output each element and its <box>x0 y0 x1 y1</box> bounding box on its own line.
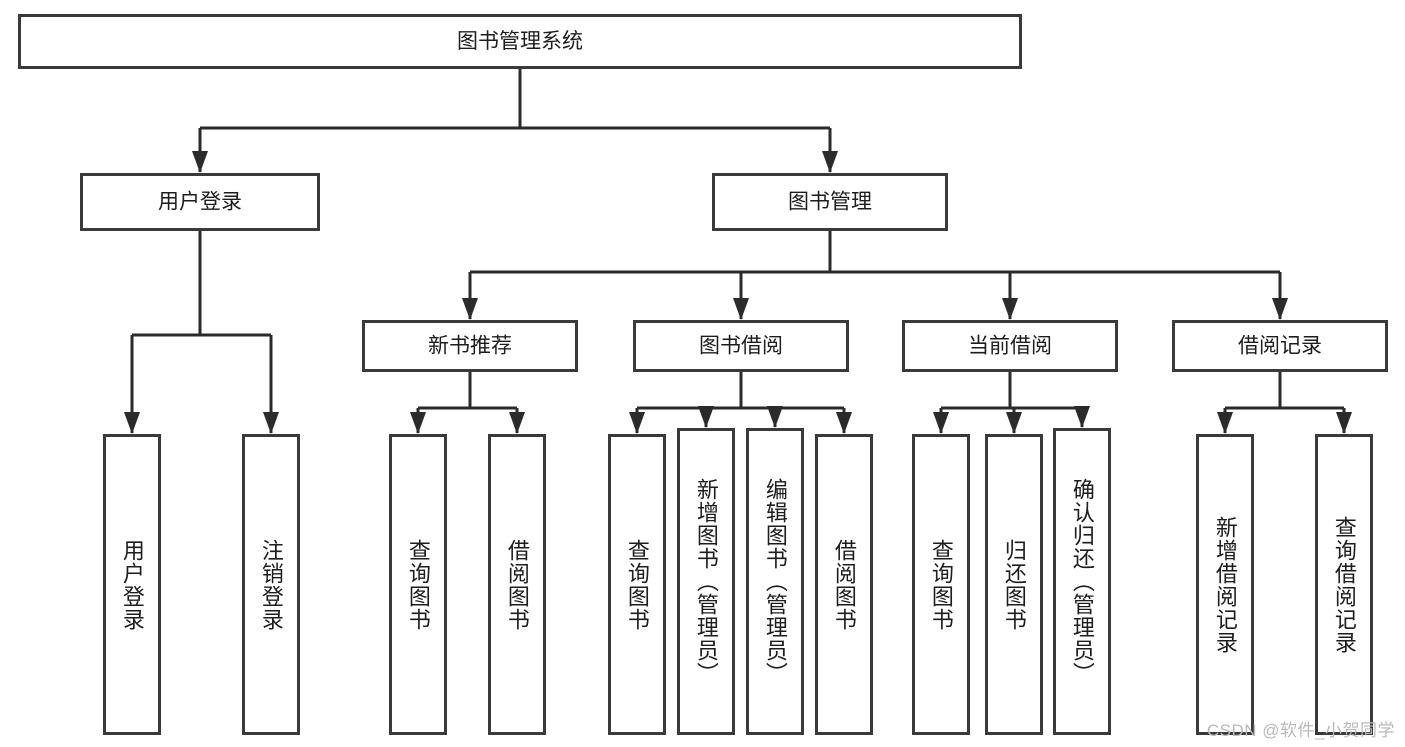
node-box-current-borrow[interactable] <box>902 320 1118 372</box>
arrow-head-icon <box>767 406 783 428</box>
node-box-query-book-1[interactable] <box>389 434 447 735</box>
arrow-head-icon <box>1217 412 1233 434</box>
node-label-book-manage: 图书管理 <box>788 191 872 214</box>
arrow-head-icon <box>933 412 949 434</box>
node-label-root: 图书管理系统 <box>457 30 583 53</box>
arrow-head-icon <box>836 412 852 434</box>
arrow-head-icon <box>1006 412 1022 434</box>
node-label-current-borrow: 当前借阅 <box>968 335 1052 358</box>
node-box-query-book-2[interactable] <box>608 434 666 735</box>
arrow-head-icon <box>410 412 426 434</box>
node-box-add-borrow-record[interactable] <box>1196 434 1254 735</box>
node-label-new-book-recommend: 新书推荐 <box>428 335 512 358</box>
arrow-head-icon <box>1074 406 1090 428</box>
connector-links <box>124 69 1352 434</box>
node-box-book-borrow[interactable] <box>633 320 849 372</box>
node-box-borrow-book-1[interactable] <box>488 434 546 735</box>
arrow-head-icon <box>698 406 714 428</box>
node-box-return-book[interactable] <box>985 434 1043 735</box>
node-box-root[interactable] <box>18 14 1022 69</box>
arrow-head-icon <box>1336 412 1352 434</box>
arrow-head-icon <box>629 412 645 434</box>
node-box-borrow-book-2[interactable] <box>815 434 873 735</box>
node-label-borrow-record: 借阅记录 <box>1238 335 1322 358</box>
arrow-head-icon <box>733 298 749 320</box>
arrow-head-icon <box>124 412 140 434</box>
node-box-new-book-recommend[interactable] <box>362 320 578 372</box>
node-box-borrow-record[interactable] <box>1172 320 1388 372</box>
node-box-user-logout[interactable] <box>242 434 300 735</box>
arrow-head-icon <box>1272 298 1288 320</box>
arrow-head-icon <box>192 151 208 173</box>
node-box-query-borrow-record[interactable] <box>1315 434 1373 735</box>
node-box-book-manage[interactable] <box>712 173 948 231</box>
arrow-head-icon <box>263 412 279 434</box>
node-box-edit-book-admin[interactable] <box>746 428 804 735</box>
node-label-user-login: 用户登录 <box>158 191 242 214</box>
node-label-book-borrow: 图书借阅 <box>699 335 783 358</box>
watermark-text: CSDN @软件_小贺同学 <box>1206 721 1395 740</box>
arrow-head-icon <box>822 151 838 173</box>
node-box-add-book-admin[interactable] <box>677 428 735 735</box>
node-box-user-login[interactable] <box>80 173 320 231</box>
node-boxes <box>18 14 1388 735</box>
node-box-query-book-3[interactable] <box>912 434 970 735</box>
arrow-head-icon <box>462 298 478 320</box>
node-box-user-login-do[interactable] <box>103 434 161 735</box>
arrow-head-icon <box>1002 298 1018 320</box>
arrow-head-icon <box>509 412 525 434</box>
node-box-confirm-return-admin[interactable] <box>1053 428 1111 735</box>
